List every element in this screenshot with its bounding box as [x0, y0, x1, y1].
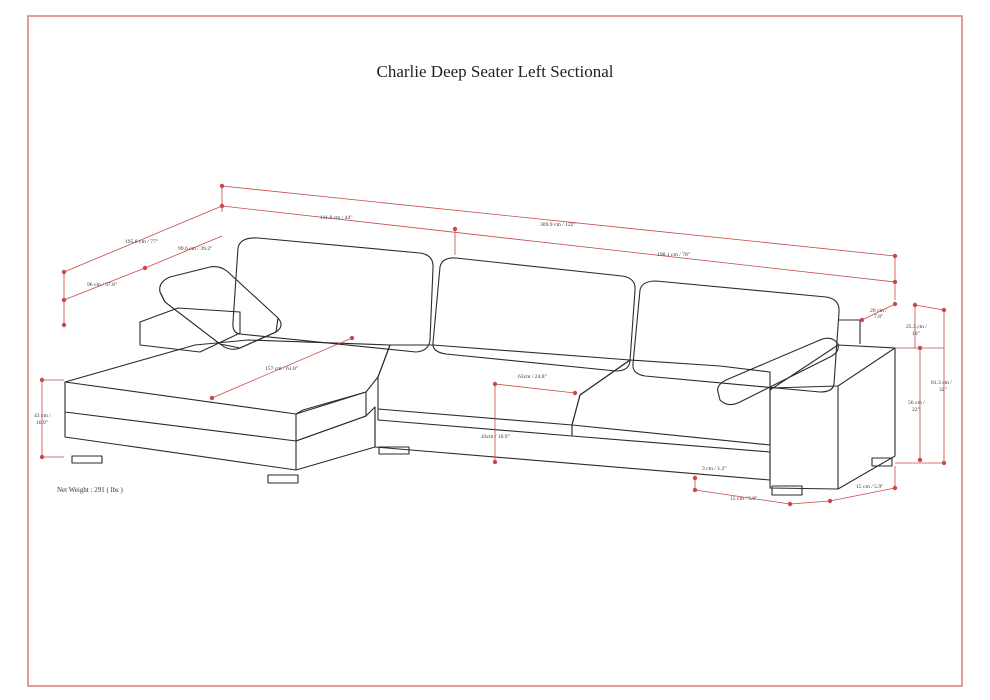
- label-arm-height-1: 25.3 cm /: [906, 324, 927, 330]
- label-chaise-height-2: 16.9": [36, 420, 48, 426]
- leg-5: [871, 457, 893, 467]
- back-cushion-2: [432, 257, 636, 372]
- chaise-side: [295, 391, 367, 442]
- chaise-side-base: [295, 406, 376, 471]
- right-pillow: [717, 337, 839, 406]
- right-arm: [769, 344, 896, 391]
- label-overall-depth: 195.6 cm / 77": [125, 239, 158, 245]
- label-chaise-length: 157 cm / 61.8": [265, 366, 298, 372]
- net-weight-note: Net Weight : 291 ( lbs ): [57, 486, 123, 494]
- chaise-base: [64, 412, 297, 471]
- label-sofa-depth: 96 cm / 37.8": [87, 282, 117, 288]
- left-arm: [139, 307, 241, 353]
- label-leg-inset-side: 15 cm / 5.9": [856, 484, 883, 490]
- label-arm-width-1: 20 cm /: [870, 308, 887, 314]
- page-title: Charlie Deep Seater Left Sectional: [376, 62, 614, 81]
- dimension-labels: 309.9 cm / 122" 111.8 cm / 44" 198.1 cm …: [34, 215, 952, 502]
- leg-2: [267, 474, 299, 484]
- label-arm-total-height-1: 56 cm /: [908, 400, 925, 406]
- label-seat-height: 43cm / 16.9": [481, 434, 510, 440]
- leg-1: [71, 455, 103, 464]
- back-cushion-3: [632, 280, 840, 393]
- label-back-height-2: 32": [939, 387, 947, 393]
- label-arm-width-2: 7.8": [874, 314, 883, 320]
- sofa-drawing: [64, 237, 896, 496]
- label-sofa-width: 198.1 cm / 78": [657, 252, 690, 258]
- page-border: [27, 15, 963, 687]
- label-back-height-1: 81.3 cm /: [931, 380, 952, 386]
- back-cushion-1: [232, 237, 434, 353]
- leg-3: [378, 446, 410, 455]
- seat-cushion-right: [571, 359, 771, 446]
- label-chaise-width: 111.8 cm / 44": [320, 215, 353, 221]
- chaise-top: [64, 339, 391, 415]
- chaise-front: [64, 382, 297, 442]
- label-chaise-height-1: 43 cm /: [34, 413, 51, 419]
- label-overall-width: 309.9 cm / 122": [540, 222, 576, 228]
- label-leg-inset-front: 15 cm / 5.9": [730, 496, 757, 502]
- dimension-lines: [39, 183, 947, 507]
- label-seat-depth: 63cm / 24.8": [518, 374, 547, 380]
- label-seat-depth-sofa: 99.6 cm / 39.2": [178, 246, 212, 252]
- label-arm-height-2: 10": [912, 331, 920, 337]
- leg-4: [771, 485, 803, 496]
- label-leg-height: 3 cm / 1.2": [702, 466, 727, 472]
- label-arm-total-height-2: 22": [912, 407, 920, 413]
